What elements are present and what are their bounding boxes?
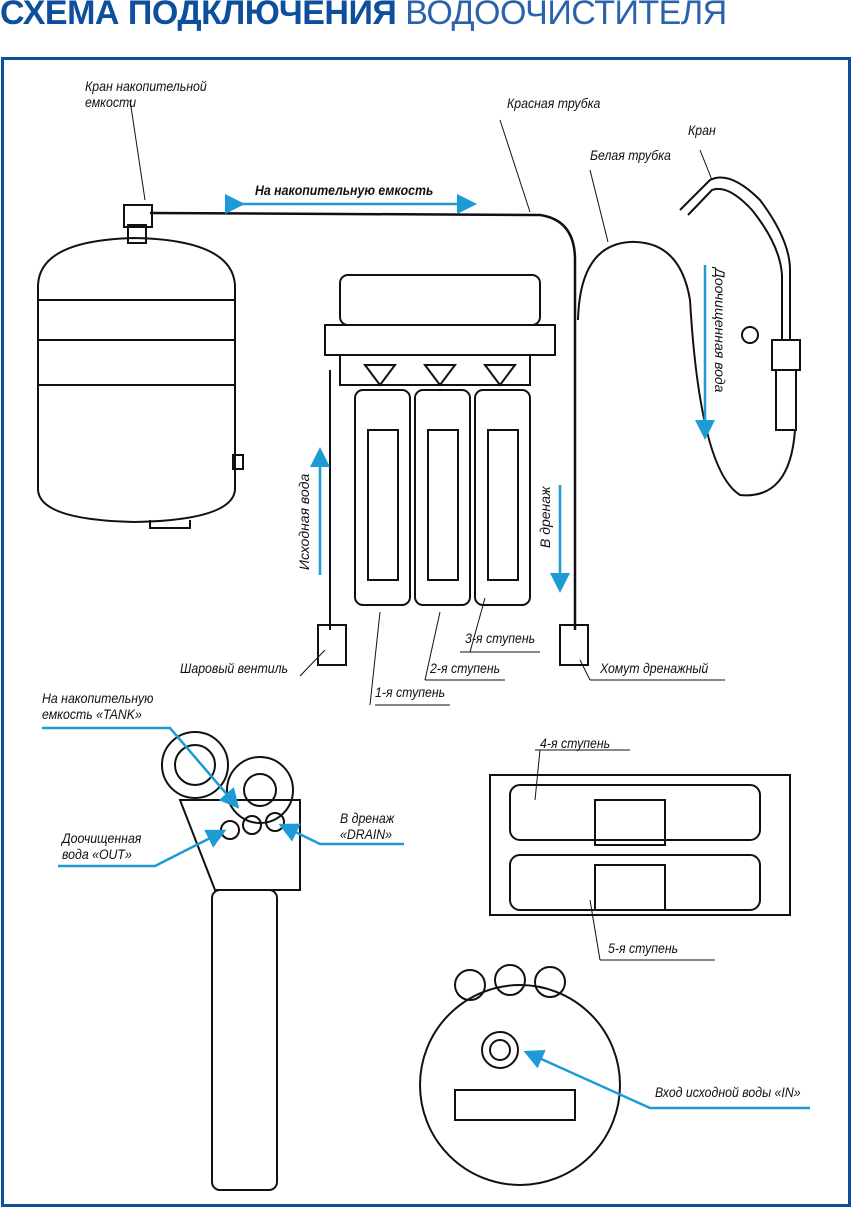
stage-4-5-unit <box>489 774 791 916</box>
tank-port-pointer <box>42 726 240 809</box>
filter-block <box>324 274 556 606</box>
ball-valve <box>317 624 347 666</box>
white-tube <box>577 240 796 497</box>
out-port-label-line2: вода «OUT» <box>62 846 132 862</box>
tank-port-label-line1: На накопительную <box>42 690 154 706</box>
title-bold: СХЕМА ПОДКЛЮЧЕНИЯ <box>0 0 397 32</box>
drain-port-label-line1: В дренаж <box>340 810 395 826</box>
faucet-label: Кран <box>688 122 716 138</box>
in-port-label: Вход исходной воды «IN» <box>655 1084 801 1100</box>
source-water-label: Исходная вода <box>296 473 312 570</box>
drain-label: В дренаж <box>537 486 553 548</box>
stage4-label: 4-я ступень <box>540 735 611 751</box>
title-light: ВОДООЧИСТИТЕЛЯ <box>405 0 727 32</box>
out-port-label-line1: Доочищенная <box>62 830 142 846</box>
storage-tank <box>37 204 244 529</box>
drain-clamp <box>559 624 589 666</box>
faucet <box>679 176 801 431</box>
drain-port-pointer <box>278 823 404 846</box>
red-tube-label: Красная трубка <box>507 95 601 111</box>
stage1-label: 1-я ступень <box>375 684 446 700</box>
to-tank-label: На накопительную емкость <box>255 182 434 198</box>
purified-water-label: Доочищенная вода <box>712 268 728 393</box>
drain-clamp-label: Хомут дренажный <box>600 660 709 676</box>
inlet-detail <box>419 964 621 1186</box>
side-view-unit <box>161 731 301 1191</box>
tank-valve-label-line1: Кран накопительной <box>85 78 207 94</box>
in-port-pointer <box>523 1050 810 1110</box>
tank-valve-label-line2: емкости <box>85 94 137 110</box>
drain-port-label: В дренаж«DRAIN» <box>340 810 394 842</box>
stage5-label: 5-я ступень <box>608 940 679 956</box>
stage3-label: 3-я ступень <box>465 630 536 646</box>
page-title: СХЕМА ПОДКЛЮЧЕНИЯ ВОДООЧИСТИТЕЛЯ <box>0 0 727 33</box>
out-port-pointer <box>58 829 227 868</box>
ball-valve-label: Шаровый вентиль <box>180 660 289 676</box>
tank-port-label-line2: емкость «TANK» <box>42 706 142 722</box>
drain-port-label-line2: «DRAIN» <box>340 826 393 842</box>
stage2-label: 2-я ступень <box>430 660 501 676</box>
white-tube-label: Белая трубка <box>590 147 671 163</box>
